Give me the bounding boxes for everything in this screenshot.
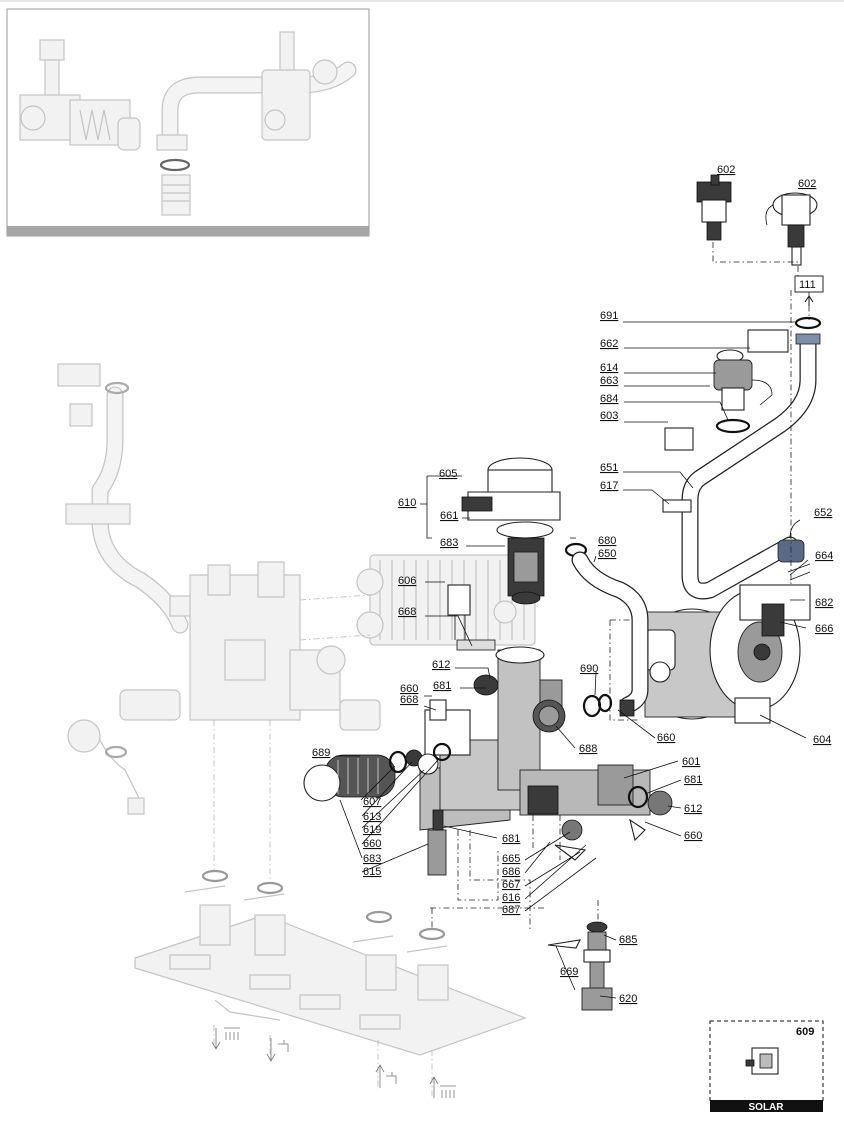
- solar-part-number: 609: [796, 1026, 814, 1038]
- label-613: 613: [363, 811, 381, 823]
- mounting-plate: [134, 869, 527, 1056]
- hydraulic-block-601: [419, 646, 651, 831]
- part-labels: 602 602 111 691 662 614 663 684 603 651 …: [312, 164, 833, 1005]
- label-612b: 612: [684, 803, 702, 815]
- label-606: 606: [398, 575, 416, 587]
- part-606: [447, 584, 471, 616]
- label-686: 686: [502, 866, 520, 878]
- label-662: 662: [600, 338, 618, 350]
- dashed-guides: [430, 815, 561, 930]
- solar-caption: SOLAR: [749, 1102, 785, 1113]
- label-601: 601: [682, 756, 700, 768]
- pump-604: [636, 563, 811, 724]
- label-666: 666: [815, 623, 833, 635]
- label-660a: 660: [400, 683, 418, 695]
- label-665: 665: [502, 853, 520, 865]
- label-602a: 602: [717, 164, 735, 176]
- label-603: 603: [600, 410, 618, 422]
- label-619: 619: [363, 824, 381, 836]
- label-615: 615: [363, 866, 381, 878]
- clip-603: [664, 427, 694, 451]
- label-650: 650: [598, 548, 616, 560]
- filter-689: [303, 750, 408, 802]
- label-605: 605: [439, 468, 457, 480]
- label-620: 620: [619, 993, 637, 1005]
- label-602b: 602: [798, 178, 816, 190]
- inset-valve-block: [19, 39, 141, 151]
- label-683a: 683: [440, 537, 458, 549]
- clip-662: [747, 329, 789, 353]
- label-687: 687: [502, 904, 520, 916]
- label-690: 690: [580, 663, 598, 675]
- drain-valve-620: [581, 921, 613, 1011]
- label-660d: 660: [363, 838, 381, 850]
- label-669: 669: [560, 966, 578, 978]
- pressure-sensor-right: [765, 192, 818, 266]
- label-652: 652: [814, 507, 832, 519]
- label-667: 667: [502, 879, 520, 891]
- arrow-up-tap-icon: [375, 1064, 397, 1088]
- label-681a: 681: [433, 680, 451, 692]
- flow-sensor-614: [713, 349, 773, 411]
- leader-lines: [336, 321, 809, 999]
- inset-panel: [6, 8, 370, 237]
- clip-617: [662, 499, 692, 513]
- label-604: 604: [813, 734, 831, 746]
- label-111: 111: [799, 279, 816, 291]
- label-607: 607: [363, 796, 381, 808]
- motor-group-610: [461, 457, 561, 605]
- label-685: 685: [619, 934, 637, 946]
- top-border: [0, 0, 844, 2]
- label-682: 682: [815, 597, 833, 609]
- label-691: 691: [600, 310, 618, 322]
- arrow-down-tap-icon: [266, 1038, 289, 1062]
- label-680: 680: [598, 535, 616, 547]
- label-661: 661: [440, 510, 458, 522]
- arrow-up-heating-icon: [429, 1076, 456, 1098]
- label-684: 684: [600, 393, 618, 405]
- label-616: 616: [502, 892, 520, 904]
- label-683b: 683: [363, 853, 381, 865]
- pressure-sensor-left: [696, 174, 732, 241]
- solar-option-box: 609 SOLAR: [709, 1020, 824, 1113]
- ghost-guides: [213, 594, 433, 1098]
- ghost-assembly-left: [57, 363, 381, 815]
- label-614: 614: [600, 362, 618, 374]
- label-610: 610: [398, 497, 416, 509]
- label-681c: 681: [502, 833, 520, 845]
- arrow-down-heating-icon: [211, 1027, 240, 1050]
- label-612a: 612: [432, 659, 450, 671]
- label-689: 689: [312, 747, 330, 759]
- label-681b: 681: [684, 774, 702, 786]
- label-664: 664: [815, 550, 833, 562]
- label-668b: 668: [400, 694, 418, 706]
- label-660c: 660: [684, 830, 702, 842]
- label-688: 688: [579, 743, 597, 755]
- label-660b: 660: [657, 732, 675, 744]
- label-651: 651: [600, 462, 618, 474]
- label-617: 617: [600, 480, 618, 492]
- label-668a: 668: [398, 606, 416, 618]
- label-663: 663: [600, 375, 618, 387]
